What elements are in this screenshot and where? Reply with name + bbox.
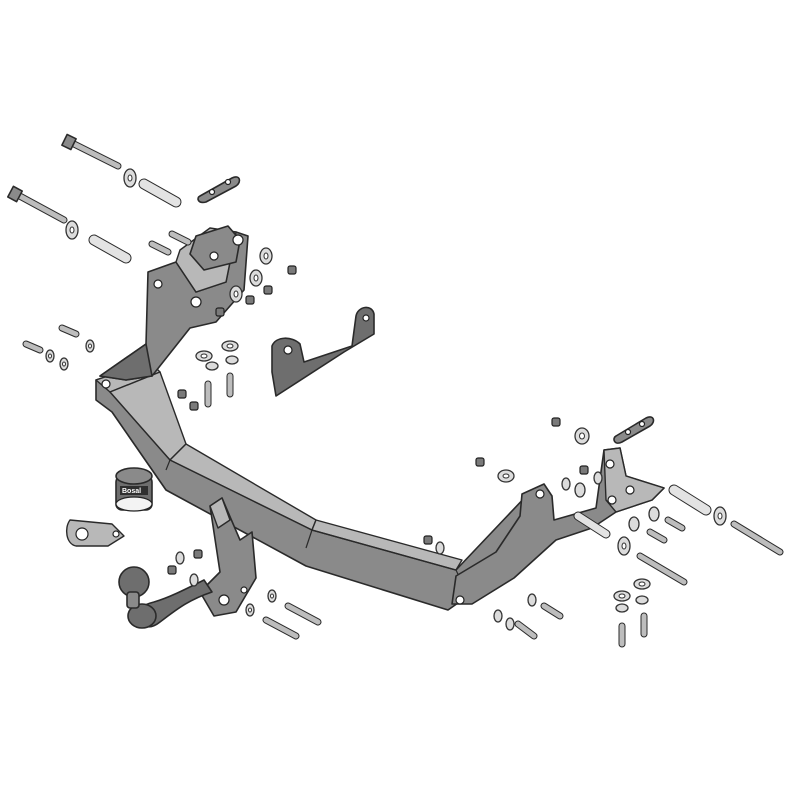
- top-left-long-bolt-1: [61, 133, 122, 170]
- socket-bracket: [65, 519, 125, 547]
- tow-ball: [127, 603, 157, 629]
- clamp-plate-right: [613, 416, 655, 444]
- nuts-left-bracket: [177, 265, 297, 411]
- top-left-long-bolt-2: [6, 185, 68, 224]
- spacer-tubes-top-left: [88, 178, 182, 264]
- bottom-right-hardware: [493, 578, 651, 648]
- nuts-center-bottom: [423, 417, 590, 555]
- socket-logo-text: Bosal: [122, 488, 141, 495]
- washers-top-left: [65, 168, 137, 240]
- washers-left-bracket: [45, 247, 273, 371]
- clamp-plate-top: [197, 176, 241, 204]
- bolts-bottom-left: [167, 549, 322, 640]
- electrical-socket: Bosal: [115, 467, 153, 512]
- tow-ball-assembly: [118, 497, 257, 629]
- reinforcement-plate: [271, 306, 375, 397]
- right-bracket-hardware: [561, 465, 784, 586]
- right-mounting-bracket: [451, 447, 665, 605]
- small-bolts-left-bracket: [22, 230, 192, 354]
- left-mounting-bracket: [99, 225, 249, 389]
- center-washers-and-bolts: [195, 340, 239, 408]
